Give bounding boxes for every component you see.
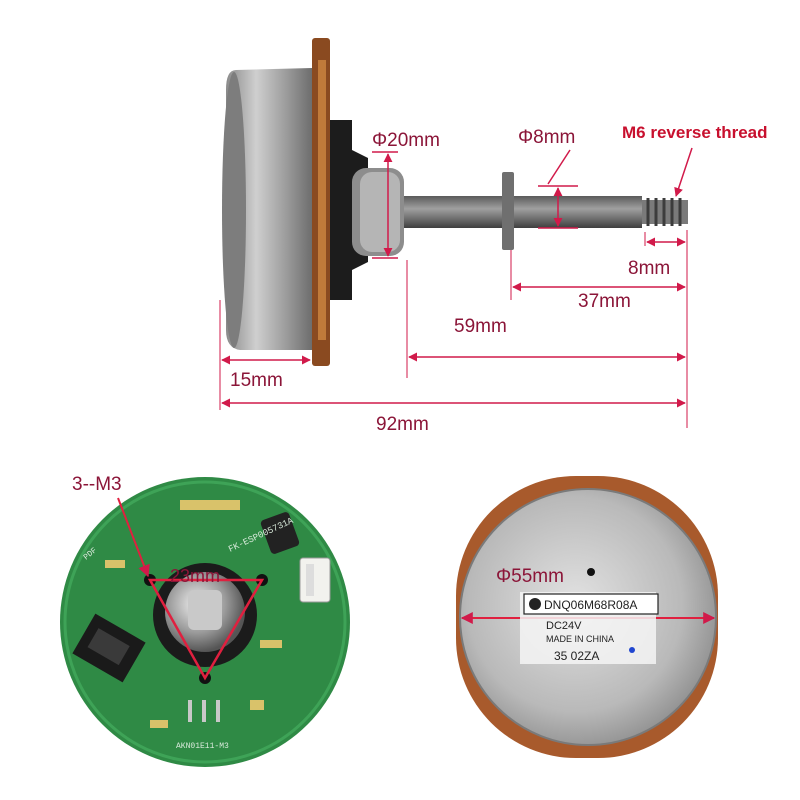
dim-pin-to-tip: 37mm xyxy=(578,291,631,312)
screws-label: 3--M3 xyxy=(72,474,122,495)
dim-total-length: 92mm xyxy=(376,414,429,435)
nameplate: DNQ06M68R08A DC24V MADE IN CHINA 35 02ZA xyxy=(520,592,659,664)
shaft xyxy=(404,196,642,228)
thread-label: M6 reverse thread xyxy=(622,123,768,142)
capacitor xyxy=(260,512,300,554)
rotor-diameter-label: Φ55mm xyxy=(496,566,564,587)
motor-side-view: Φ20mm Φ8mm M6 reverse thread 8mm 37mm 59… xyxy=(219,38,768,435)
center-hole xyxy=(587,568,595,576)
pitch-label: 23mm xyxy=(170,566,220,586)
dim-hub-diameter: Φ20mm xyxy=(372,130,440,151)
bearing-housing xyxy=(330,120,368,300)
pcb-connector xyxy=(299,557,331,603)
model-number: DNQ06M68R08A xyxy=(544,598,637,612)
cross-pin xyxy=(502,172,514,250)
rotor-face-view: Φ55mm DNQ06M68R08A DC24V MADE IN CHINA 3… xyxy=(456,476,718,758)
origin-text: MADE IN CHINA xyxy=(546,634,614,644)
dim-shaft-length: 59mm xyxy=(454,316,507,337)
dim-thread-length: 8mm xyxy=(628,258,670,279)
batch-code: 35 02ZA xyxy=(554,649,599,663)
pcb-silk-bottom: AKN01E11-M3 xyxy=(176,742,229,751)
threaded-tip xyxy=(642,198,688,226)
mounting-triangle xyxy=(147,578,265,681)
dim-body-depth: 15mm xyxy=(230,370,283,391)
rotor-can xyxy=(226,68,312,350)
pcb-view: 3--M3 23mm FK-ESP005731A AKN01E11-M3 PDF xyxy=(60,474,350,767)
voltage-text: DC24V xyxy=(546,620,582,632)
dim-shaft-diameter: Φ8mm xyxy=(518,127,575,148)
